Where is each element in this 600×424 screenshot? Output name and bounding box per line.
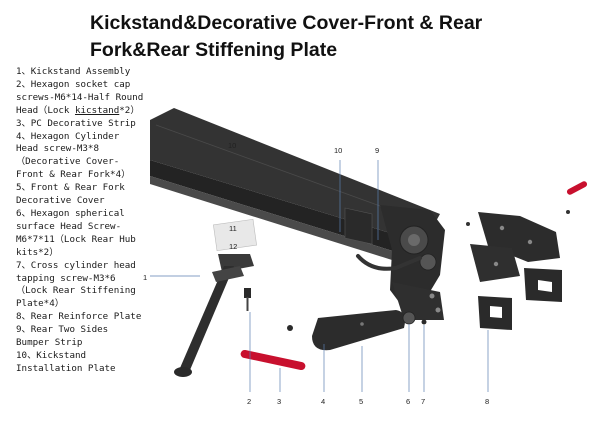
parts-list-line: 1、Kickstand Assembly [16, 66, 131, 77]
callout-2: 2 [247, 397, 251, 406]
fork-screw-hole [435, 307, 441, 313]
parts-list-text: *2） [119, 104, 140, 116]
diagram-title: Kickstand&Decorative Cover-Front & Rear … [90, 10, 560, 64]
small-screw [566, 210, 570, 214]
parts-list-line: 8、Rear Reinforce Plate [16, 311, 142, 323]
callout-1: 1 [143, 273, 147, 282]
small-screw [466, 222, 470, 226]
parts-list-underlined-word: kicstand [74, 104, 120, 116]
kickstand-leg [180, 266, 234, 370]
cover-hole [360, 322, 364, 326]
callout-10: 10 [334, 146, 342, 155]
hex-socket-cap-screw-shank [246, 297, 249, 311]
plate-screw-hole [493, 261, 499, 267]
parts-list-line: （Lock Rear Stiffening [16, 285, 136, 297]
parts-list-text: Head（Lock [16, 104, 75, 116]
parts-list-line: Head（Lock kicstand*2） [16, 105, 164, 118]
rear-hub-center [408, 234, 420, 246]
fastener-parts [240, 288, 427, 371]
parts-list: 1、Kickstand Assembly 2、Hexagon socket ca… [16, 66, 164, 376]
rear-fork-assembly [356, 205, 445, 320]
parts-list-line: kits*2） [16, 246, 59, 258]
kickstand-assembly [174, 254, 254, 377]
parts-list-line: screws-M6*14-Half Round [16, 91, 144, 103]
rear-bracket [344, 207, 373, 245]
right-exploded-parts [466, 181, 588, 330]
title-line-1: Kickstand&Decorative Cover-Front & Rear [90, 12, 483, 34]
kickstand-spring-bracket [212, 266, 244, 282]
title-line-2: Fork&Rear Stiffening Plate [90, 39, 338, 61]
rear-bumper-strip-curve [356, 254, 422, 271]
parts-list-line: Head screw-M3*8 [16, 143, 99, 155]
kickstand-foot [174, 367, 192, 377]
cover-screw-hole [527, 239, 533, 245]
parts-list-line: tapping screw-M3*6 [16, 272, 116, 284]
cross-tapping-screw [421, 319, 427, 325]
rear-bumper-strip-red [566, 181, 588, 195]
parts-list-line: 9、Rear Two Sides [16, 324, 109, 336]
parts-list-line: 3、PC Decorative Strip [16, 117, 136, 129]
hex-spherical-screw [402, 311, 416, 325]
parts-list-line: surface Head Screw- [16, 220, 122, 232]
callout-9: 9 [375, 146, 379, 155]
hex-cylinder-screw [287, 325, 293, 331]
rear-reinforce-plate-lower [478, 296, 512, 330]
rear-reinforce-plate-upper [524, 268, 562, 302]
callout-labels: 10 10 9 11 12 1 2 3 4 5 6 7 8 [143, 141, 489, 406]
parts-list-line: Installation Plate [16, 362, 116, 374]
callout-3: 3 [277, 397, 281, 406]
parts-list-line: 7、Cross cylinder head [16, 259, 136, 271]
callout-8: 8 [485, 397, 489, 406]
deck-underside [150, 176, 396, 260]
leader-lines [150, 160, 489, 392]
callout-11: 11 [229, 224, 237, 233]
fork-screw-hole [429, 293, 435, 299]
parts-list-line: （Decorative Cover- [16, 156, 120, 168]
cover-screw-hole [499, 225, 505, 231]
deck-top [150, 108, 440, 236]
callout-12: 12 [229, 242, 237, 251]
parts-list-line: 4、Hexagon Cylinder [16, 130, 120, 142]
parts-list-line: 2、Hexagon socket cap [16, 78, 131, 90]
hex-socket-cap-screw-head [244, 288, 251, 298]
parts-list-line: 5、Front & Rear Fork [16, 182, 125, 194]
kickstand-installation-plate [213, 219, 257, 251]
callout-10-on-deck: 10 [228, 141, 236, 150]
parts-list-line: Plate*4） [16, 298, 64, 310]
parts-list-line: 6、Hexagon spherical [16, 207, 125, 219]
parts-list-line: M6*7*11（Lock Rear Hub [16, 233, 136, 245]
rear-hub-nut [419, 253, 437, 271]
fork-decorative-cover [312, 310, 405, 351]
parts-list-line: 10、Kickstand [16, 349, 87, 361]
callout-6: 6 [406, 397, 410, 406]
callout-7: 7 [421, 397, 425, 406]
callout-5: 5 [359, 397, 363, 406]
deck-side [150, 160, 400, 252]
rear-fork-lower [392, 282, 444, 320]
parts-list-line: Bumper Strip [16, 337, 83, 349]
parts-list-line: Front & Rear Fork*4） [16, 169, 131, 181]
callout-4: 4 [321, 397, 325, 406]
parts-list-line: Decorative Cover [16, 195, 105, 207]
pc-decorative-strip [240, 349, 306, 371]
scooter-deck [150, 108, 440, 260]
